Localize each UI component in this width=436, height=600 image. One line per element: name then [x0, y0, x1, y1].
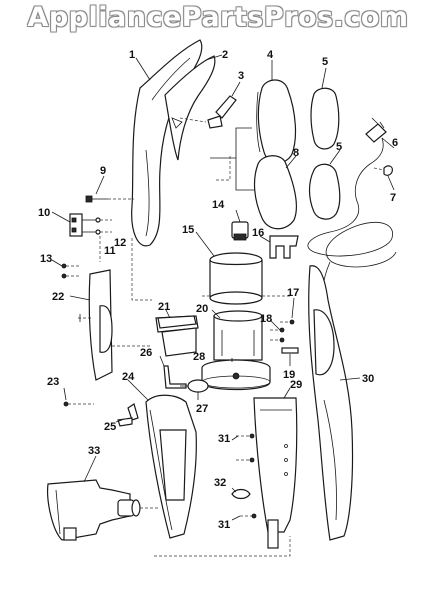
watermark-text: AppliancePartsPros.com: [27, 2, 409, 33]
part-16-bracket: [269, 235, 299, 259]
callout-labels: 1 2 3 4 5 5 6 7 8 9 10 11 12 13 14 15 16…: [38, 49, 398, 531]
part-33-nozzle-tool: [47, 479, 160, 541]
part-22-left-body-half: [78, 269, 113, 381]
label-32: 32: [214, 477, 226, 489]
label-14: 14: [212, 199, 225, 211]
part-15-pleated-filter: [209, 252, 263, 305]
part-28-motor-fan: [201, 359, 271, 391]
label-1: 1: [129, 49, 135, 61]
label-3: 3: [238, 70, 244, 82]
label-27: 27: [196, 403, 208, 415]
label-23: 23: [47, 376, 59, 388]
part-7-cord-clip: [373, 165, 393, 176]
part-30-right-body-half: [308, 265, 354, 541]
label-7: 7: [390, 192, 396, 204]
part-1-handle-front-shell: [131, 39, 203, 247]
label-25: 25: [104, 421, 116, 433]
label-18: 18: [260, 313, 272, 325]
part-32-clip: [231, 488, 251, 500]
part-13-screws: [61, 263, 80, 279]
label-5-lower: 5: [336, 141, 342, 153]
part-2-handle-rear-shell: [164, 55, 216, 161]
label-22: 22: [52, 291, 64, 303]
leader-lines: [51, 54, 395, 521]
label-19: 19: [283, 369, 295, 381]
part-24-lower-housing: [145, 394, 197, 539]
label-10: 10: [38, 207, 50, 219]
label-24: 24: [122, 371, 135, 383]
label-4: 4: [267, 49, 274, 61]
part-20-motor: [213, 310, 263, 361]
assembly-guide-lines: [99, 156, 291, 557]
part-31-upper-screws: [236, 433, 255, 463]
part-3-switch-button: [179, 95, 237, 129]
bracket-lines-4-8: [210, 127, 264, 191]
label-8: 8: [293, 147, 299, 159]
part-5-lower-filter-cover: [308, 163, 341, 220]
label-31-upper: 31: [218, 433, 230, 445]
part-29-cover-plate: [253, 397, 298, 549]
label-17: 17: [287, 287, 299, 299]
label-21: 21: [158, 301, 170, 313]
label-11: 11: [104, 245, 116, 257]
part-27-agitator: [180, 379, 209, 393]
part-25-latch: [117, 403, 139, 427]
label-33: 33: [88, 445, 100, 457]
part-8-filter-frame: [253, 155, 298, 230]
part-23-screw: [63, 401, 94, 407]
part-10-switch-assembly: [69, 213, 112, 237]
part-6-power-cord: [307, 117, 397, 317]
label-30: 30: [362, 373, 374, 385]
label-13: 13: [40, 253, 52, 265]
part-26-belt: [163, 365, 187, 389]
part-4-filter-frame: [256, 79, 297, 164]
label-16: 16: [252, 227, 264, 239]
part-17-screw: [280, 319, 295, 325]
label-2: 2: [222, 49, 228, 61]
label-5-upper: 5: [322, 56, 328, 68]
part-14-filter-cap: [231, 221, 249, 241]
part-18-screws: [270, 327, 285, 343]
part-9-long-screw: [85, 195, 134, 203]
part-5-upper-filter-cover: [310, 87, 340, 150]
label-6: 6: [392, 137, 398, 149]
part-19-pin: [281, 347, 299, 354]
label-9: 9: [100, 165, 106, 177]
label-29: 29: [290, 379, 302, 391]
label-26: 26: [140, 347, 152, 359]
part-21-dirt-cup: [155, 315, 199, 357]
label-31-lower: 31: [218, 519, 230, 531]
part-31-lower-screws: [240, 513, 257, 519]
label-12: 12: [114, 237, 126, 249]
label-28: 28: [193, 351, 205, 363]
label-15: 15: [182, 224, 194, 236]
label-20: 20: [196, 303, 208, 315]
